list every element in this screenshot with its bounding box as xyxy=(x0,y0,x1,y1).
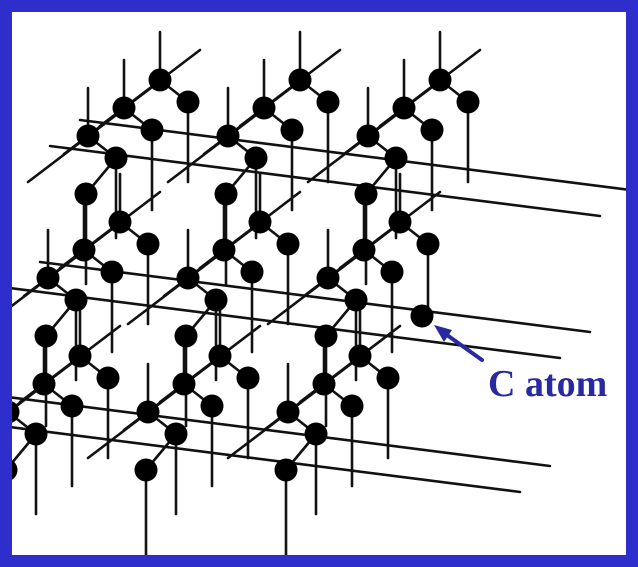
c-atom-label: C atom xyxy=(488,363,608,405)
carbon-atom xyxy=(276,400,300,424)
bond-line xyxy=(12,380,50,411)
carbon-atom xyxy=(12,460,18,480)
carbon-atom xyxy=(212,238,236,262)
carbon-atom xyxy=(456,90,480,114)
carbon-atom xyxy=(354,182,378,206)
bond-lines xyxy=(12,30,626,555)
carbon-atom xyxy=(176,266,200,290)
carbon-atom xyxy=(316,266,340,290)
carbon-atom xyxy=(380,260,404,284)
carbon-atom xyxy=(96,366,120,390)
carbon-atom xyxy=(204,288,228,312)
carbon-atom xyxy=(416,232,440,256)
carbon-atom xyxy=(176,90,200,114)
bond-line xyxy=(266,246,370,326)
carbon-atom xyxy=(420,118,444,142)
carbon-atom xyxy=(136,232,160,256)
carbon-atom xyxy=(356,124,380,148)
carbon-atom xyxy=(312,372,336,396)
carbon-atom xyxy=(216,124,240,148)
carbon-atom xyxy=(276,232,300,256)
carbon-atom xyxy=(316,90,340,114)
carbon-atom xyxy=(208,344,232,368)
bond-line xyxy=(38,260,592,334)
carbon-atom xyxy=(174,324,198,348)
carbon-atom xyxy=(352,238,376,262)
carbon-atom xyxy=(76,124,100,148)
carbon-atom xyxy=(36,266,60,290)
carbon-atom xyxy=(72,238,96,262)
carbon-atom xyxy=(388,210,412,234)
carbon-atom xyxy=(148,68,172,92)
carbon-atom xyxy=(410,304,434,328)
carbon-atom xyxy=(136,400,160,424)
carbon-atom xyxy=(200,394,224,418)
carbon-atom xyxy=(340,394,364,418)
carbon-atom xyxy=(60,394,84,418)
carbon-atom xyxy=(274,458,298,482)
carbon-atom xyxy=(244,146,268,170)
carbon-atom xyxy=(164,422,188,446)
bond-line xyxy=(48,144,602,218)
carbon-atom xyxy=(12,401,20,423)
carbon-atom xyxy=(134,458,158,482)
carbon-atom xyxy=(32,372,56,396)
bond-line xyxy=(86,380,190,460)
carbon-atom xyxy=(214,182,238,206)
carbon-atom xyxy=(384,146,408,170)
bond-line xyxy=(126,246,230,326)
callout-arrow-head xyxy=(434,325,452,342)
carbon-atom xyxy=(240,260,264,284)
carbon-atom xyxy=(314,324,338,348)
carbon-atom xyxy=(252,96,276,120)
carbon-atom xyxy=(236,366,260,390)
bond-line xyxy=(166,104,270,184)
bond-line xyxy=(12,426,522,494)
bond-line xyxy=(226,380,330,460)
carbon-atom xyxy=(344,288,368,312)
carbon-atom xyxy=(348,344,372,368)
bond-line xyxy=(12,246,90,308)
carbon-atom xyxy=(288,68,312,92)
bond-line xyxy=(12,396,552,468)
carbon-atom xyxy=(376,366,400,390)
carbon-atom xyxy=(172,372,196,396)
carbon-atom xyxy=(104,146,128,170)
bond-line xyxy=(12,286,562,360)
carbon-atom xyxy=(140,118,164,142)
carbon-atom xyxy=(24,422,48,446)
callout-arrow xyxy=(434,325,484,362)
carbon-atom xyxy=(34,324,58,348)
carbon-atom xyxy=(112,96,136,120)
bond-line xyxy=(26,104,130,184)
carbon-atom xyxy=(108,210,132,234)
carbon-atom xyxy=(304,422,328,446)
bond-line xyxy=(306,104,410,184)
carbon-atoms xyxy=(12,68,480,482)
carbon-atom xyxy=(64,288,88,312)
carbon-atom xyxy=(74,182,98,206)
carbon-atom xyxy=(428,68,452,92)
carbon-atom xyxy=(248,210,272,234)
carbon-atom xyxy=(280,118,304,142)
bond-line xyxy=(78,118,626,191)
carbon-atom xyxy=(100,260,124,284)
carbon-atom xyxy=(392,96,416,120)
carbon-atom xyxy=(68,344,92,368)
